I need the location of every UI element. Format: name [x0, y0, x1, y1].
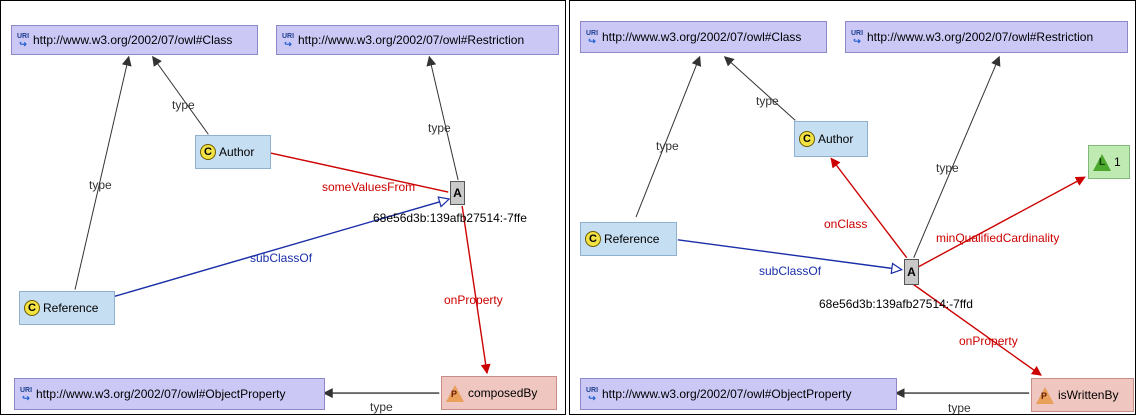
right-label-subclass-of: subClassOf — [759, 264, 822, 278]
right-literal-node[interactable]: L 1 — [1088, 145, 1130, 179]
node-label: composedBy — [468, 386, 538, 400]
right-author-node[interactable]: C Author — [794, 121, 868, 157]
left-label-type-reference: type — [89, 178, 112, 192]
uri-icon: URI↪ — [16, 32, 30, 49]
node-label: A — [907, 265, 916, 279]
right-owl-objectproperty-node[interactable]: URI↪ http://www.w3.org/2002/07/owl#Objec… — [580, 378, 897, 410]
left-label-type-anon: type — [428, 121, 451, 135]
right-anonymous-restriction-node[interactable]: A — [904, 259, 919, 285]
node-label: http://www.w3.org/2002/07/owl#Restrictio… — [867, 30, 1094, 44]
node-label: 1 — [1114, 155, 1121, 169]
node-label: http://www.w3.org/2002/07/owl#Restrictio… — [298, 33, 525, 47]
right-iswrittenby-property-node[interactable]: P isWrittenBy — [1031, 378, 1134, 412]
right-label-type-property: type — [948, 401, 971, 415]
left-owl-objectproperty-node[interactable]: URI↪ http://www.w3.org/2002/07/owl#Objec… — [14, 378, 325, 410]
class-icon: C — [24, 300, 40, 316]
right-label-on-property: onProperty — [959, 334, 1018, 348]
left-composedby-property-node[interactable]: P composedBy — [441, 376, 557, 410]
node-label: Author — [219, 145, 255, 159]
right-label-on-class: onClass — [824, 217, 868, 231]
uri-icon: URI↪ — [585, 386, 599, 403]
left-author-node[interactable]: C Author — [195, 135, 271, 169]
edge-type-author — [152, 55, 209, 135]
node-label: A — [453, 186, 462, 200]
left-label-some-values-from: someValuesFrom — [322, 180, 416, 194]
edge-subclass-of — [677, 239, 902, 270]
left-label-type-author: type — [172, 98, 195, 112]
right-owl-class-node[interactable]: URI↪ http://www.w3.org/2002/07/owl#Class — [580, 21, 827, 53]
left-graph-panel: URI↪ http://www.w3.org/2002/07/owl#Class… — [0, 0, 566, 415]
left-label-on-property: onProperty — [444, 293, 503, 307]
left-reference-node[interactable]: C Reference — [19, 291, 115, 325]
left-label-subclass-of: subClassOf — [250, 251, 313, 265]
node-label: Reference — [604, 232, 660, 246]
right-reference-node[interactable]: C Reference — [580, 222, 677, 256]
edge-some-values-from — [257, 147, 449, 193]
node-label: http://www.w3.org/2002/07/owl#ObjectProp… — [602, 387, 852, 401]
left-anon-id-label: 68e56d3b:139afb27514:-7ffe — [373, 211, 527, 225]
edge-type-reference — [635, 55, 702, 218]
property-icon: P — [446, 384, 464, 402]
edge-on-property — [461, 205, 491, 375]
edge-on-class — [830, 157, 908, 259]
node-label: isWrittenBy — [1058, 388, 1119, 402]
right-label-type-author: type — [756, 94, 779, 108]
left-owl-class-node[interactable]: URI↪ http://www.w3.org/2002/07/owl#Class — [11, 25, 258, 55]
edge-type-reference — [74, 55, 132, 290]
left-label-type-property: type — [370, 400, 393, 414]
property-icon: P — [1036, 386, 1054, 404]
right-anon-id-label: 68e56d3b:139afb27514:-7ffd — [819, 297, 973, 311]
edge-type-anon — [913, 55, 1001, 258]
right-label-type-anon: type — [936, 161, 959, 175]
literal-icon: L — [1093, 153, 1111, 171]
class-icon: C — [200, 144, 216, 160]
edge-type-author — [723, 56, 796, 121]
uri-icon: URI↪ — [585, 29, 599, 46]
node-label: http://www.w3.org/2002/07/owl#ObjectProp… — [36, 387, 286, 401]
right-owl-restriction-node[interactable]: URI↪ http://www.w3.org/2002/07/owl#Restr… — [845, 21, 1128, 53]
right-label-type-reference: type — [656, 139, 679, 153]
node-label: Reference — [43, 301, 99, 315]
left-anonymous-restriction-node[interactable]: A — [450, 181, 465, 205]
edge-on-property — [913, 284, 1042, 376]
class-icon: C — [799, 131, 815, 147]
uri-icon: URI↪ — [19, 386, 33, 403]
right-label-min-qualified-cardinality: minQualifiedCardinality — [936, 231, 1060, 245]
node-label: http://www.w3.org/2002/07/owl#Class — [33, 33, 233, 47]
uri-icon: URI↪ — [850, 29, 864, 46]
right-edges — [635, 55, 1086, 399]
left-edges — [74, 55, 491, 399]
left-owl-restriction-node[interactable]: URI↪ http://www.w3.org/2002/07/owl#Restr… — [276, 25, 559, 55]
class-icon: C — [585, 231, 601, 247]
edge-subclass-of — [113, 199, 449, 298]
node-label: http://www.w3.org/2002/07/owl#Class — [602, 30, 802, 44]
node-label: Author — [818, 132, 854, 146]
edge-type-anon — [426, 55, 459, 181]
edge-min-qualified-cardinality — [916, 176, 1086, 269]
uri-icon: URI↪ — [281, 32, 295, 49]
right-graph-panel: URI↪ http://www.w3.org/2002/07/owl#Class… — [569, 0, 1136, 415]
